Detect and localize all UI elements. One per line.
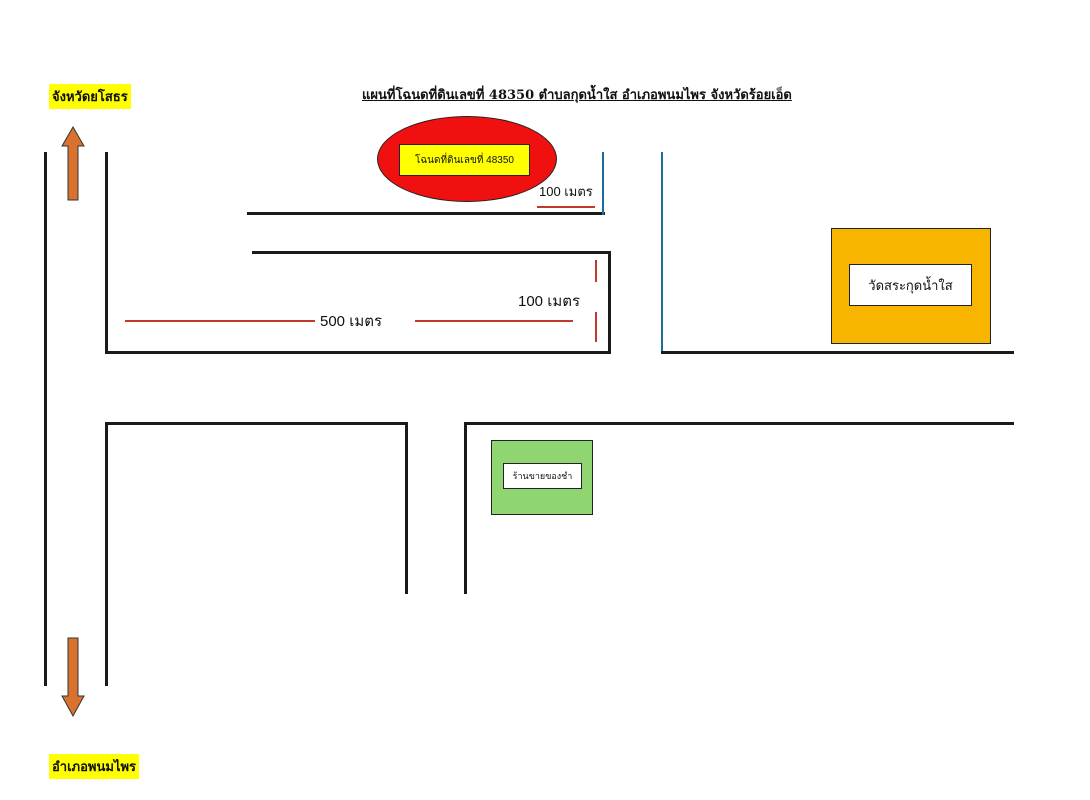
inner-lane-upper-edge: [247, 212, 605, 215]
side-road-right-upper-edge: [661, 351, 1014, 354]
temple-label: วัดสระกุดน้ำใส: [849, 264, 972, 306]
distance-label-horizontal: 500 เมตร: [320, 309, 383, 333]
main-road-left-edge: [44, 152, 47, 686]
side-road-lower-edge-right: [464, 422, 1014, 425]
main-road-right-edge-upper: [105, 152, 108, 354]
side-road-lower-edge-left: [105, 422, 407, 425]
measure-line-horizontal-right: [415, 320, 573, 322]
distance-label-top: 100 เมตร: [539, 181, 593, 202]
shop-label: ร้านขายของชำ: [503, 463, 582, 489]
measure-line-top: [537, 206, 595, 208]
canal-left-segment: [602, 152, 604, 215]
lower-lane-right-edge: [464, 422, 467, 594]
measure-line-horizontal-left: [125, 320, 315, 322]
lower-lane-left-edge: [405, 422, 408, 594]
measure-line-vertical-upper: [595, 260, 597, 282]
measure-line-vertical-lower: [595, 312, 597, 342]
main-road-right-edge-lower: [105, 422, 108, 686]
distance-label-vertical: 100 เมตร: [518, 289, 581, 313]
arrow-down-icon: [61, 637, 85, 718]
map-title: แผนที่โฉนดที่ดินเลขที่ 48350 ตำบลกุดน้ำใ…: [362, 88, 792, 103]
canal-right-segment: [661, 152, 663, 354]
side-road-upper-edge: [105, 351, 611, 354]
inner-lane-lower-edge: [252, 251, 610, 254]
south-direction-label: อำเภอพนมไพร: [49, 754, 140, 779]
land-parcel-label: โฉนดที่ดินเลขที่ 48350: [399, 144, 530, 176]
block-right-edge: [608, 251, 611, 354]
arrow-up-icon: [61, 126, 85, 201]
north-direction-label: จังหวัดยโสธร: [49, 84, 131, 109]
